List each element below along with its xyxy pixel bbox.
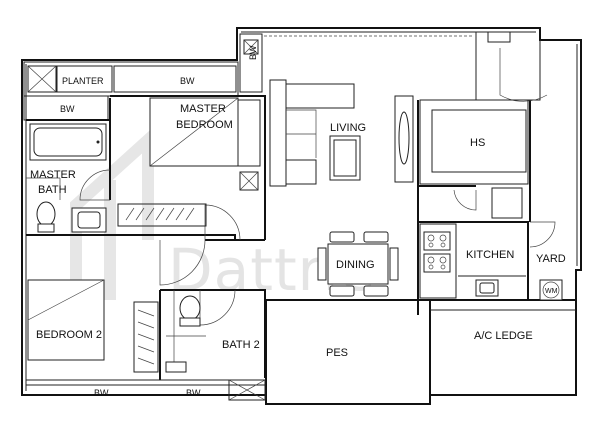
household-shelter: [419, 99, 529, 219]
master-bath-fixtures: [26, 123, 107, 233]
bath2-label: BATH 2: [222, 339, 260, 351]
pes-label: PES: [326, 347, 348, 359]
kitchen-fixtures: [419, 223, 526, 299]
dining-furniture: [317, 231, 399, 297]
kitchen-label: KITCHEN: [466, 249, 514, 261]
planter-label: PLANTER: [62, 76, 104, 86]
bedroom2-furniture: [27, 279, 159, 373]
room-labels: PLANTER BW BW BW MASTER BEDROOM LIVING H…: [30, 45, 566, 398]
master-wardrobe: [117, 203, 207, 227]
bw-bottom-left-label: BW: [94, 388, 109, 398]
ac-ledge-label: A/C LEDGE: [474, 330, 533, 342]
master-bath-label-2: BATH: [38, 184, 67, 196]
bw-master-bath-label: BW: [60, 104, 75, 114]
yard-fixtures: [539, 279, 563, 301]
bedroom2-label: BEDROOM 2: [36, 329, 102, 341]
living-furniture: [269, 79, 414, 187]
hs-label: HS: [470, 137, 485, 149]
dining-label: DINING: [336, 259, 375, 271]
master-bed: [149, 97, 261, 191]
bw-top-vertical-label: BW: [248, 45, 258, 60]
outer-walls: [21, 27, 582, 405]
master-bedroom-label-2: BEDROOM: [176, 119, 233, 131]
yard-label: YARD: [536, 253, 566, 265]
bath2-fixtures: [165, 290, 266, 401]
wm-label: WM: [545, 288, 558, 295]
bw-planter-label: BW: [180, 76, 195, 86]
bw-bottom-mid-label: BW: [186, 388, 201, 398]
doors: [79, 48, 556, 326]
master-bedroom-label-1: MASTER: [180, 103, 226, 115]
master-bath-label-1: MASTER: [30, 169, 76, 181]
interior-walls: [26, 95, 576, 404]
living-label: LIVING: [330, 122, 366, 134]
